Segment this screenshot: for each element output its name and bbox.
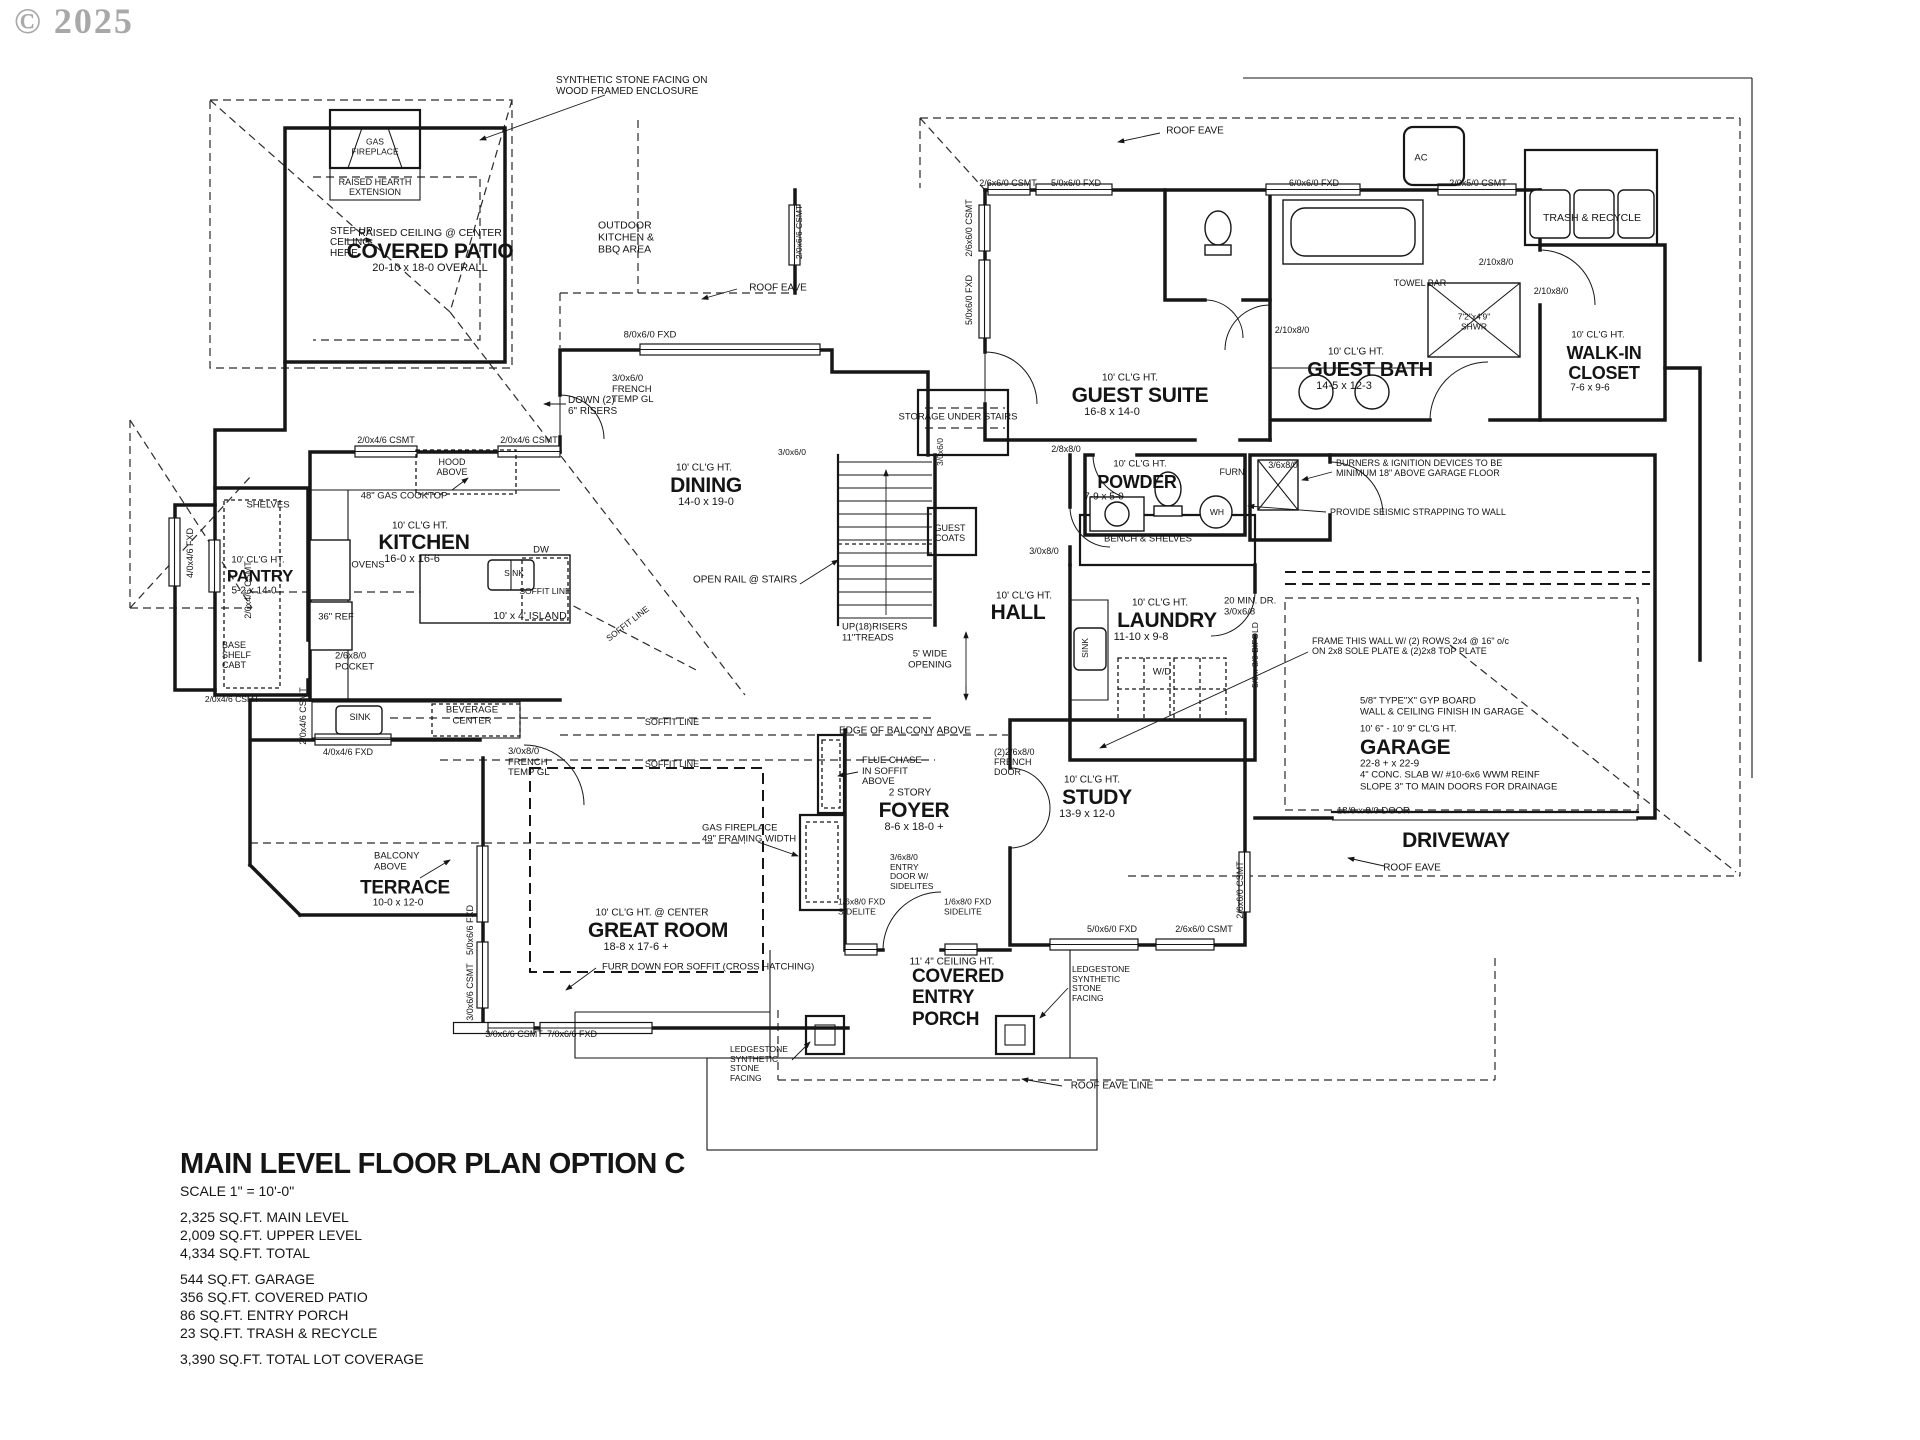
area-trash-recycle: 23 SQ.FT. TRASH & RECYCLE [180,1325,378,1341]
roof-eave-lines [129,77,1753,1081]
stairs [836,453,932,627]
area-total-lot: 3,390 SQ.FT. TOTAL LOT COVERAGE [180,1351,424,1367]
area-total: 4,334 SQ.FT. TOTAL [180,1245,310,1261]
copyright-watermark: © 2025 [14,1,134,41]
area-garage: 544 SQ.FT. GARAGE [180,1271,315,1287]
plan-scale: SCALE 1" = 10'-0" [180,1183,295,1199]
area-upper-level: 2,009 SQ.FT. UPPER LEVEL [180,1227,363,1243]
fixtures [223,108,1655,1151]
title-block: MAIN LEVEL FLOOR PLAN OPTION C SCALE 1" … [180,1148,685,1367]
walls [173,126,1702,1030]
plan-title: MAIN LEVEL FLOOR PLAN OPTION C [180,1148,685,1180]
leader-arrows [345,94,1385,1087]
area-main-level: 2,325 SQ.FT. MAIN LEVEL [180,1209,349,1225]
area-entry-porch: 86 SQ.FT. ENTRY PORCH [180,1307,349,1323]
windows [168,183,1517,1035]
area-covered-patio: 356 SQ.FT. COVERED PATIO [180,1289,368,1305]
